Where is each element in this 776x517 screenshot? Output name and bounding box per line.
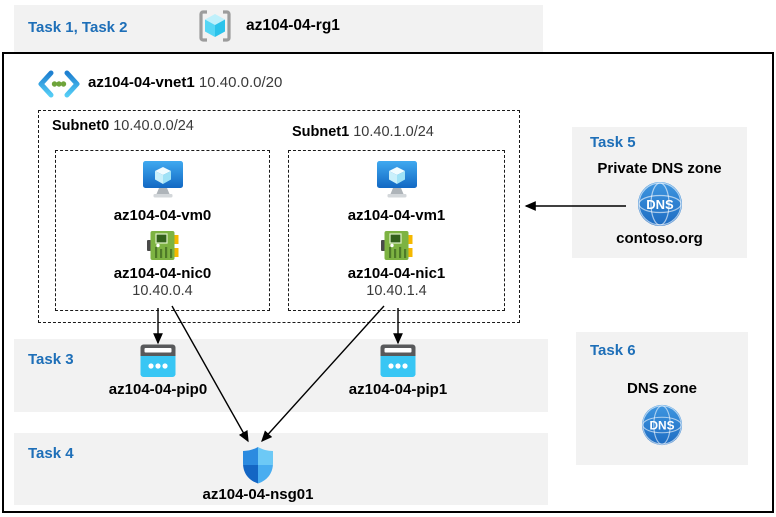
nic0-ip: 10.40.0.4	[132, 283, 193, 299]
pip1-icon	[380, 344, 416, 377]
task5-label: Task 5	[590, 134, 636, 151]
pip0-group: az104-04-pip0	[88, 344, 228, 398]
dns-zone-icon: DNS	[641, 404, 683, 446]
subnet0-box: az104-04-vm0 az104-04-nic0 10.40.0.4	[55, 150, 270, 311]
nic1-name: az104-04-nic1	[347, 265, 446, 282]
private-dns-zone-name: contoso.org	[616, 230, 703, 247]
subnet1-name: Subnet1	[292, 124, 350, 140]
task5-box: Task 5 Private DNS zone DNS contoso.org	[572, 127, 747, 258]
task3-label: Task 3	[28, 351, 74, 368]
private-dns-icon: DNS	[637, 181, 683, 227]
dns-icon-label: DNS	[649, 419, 674, 433]
subnet1-box: az104-04-vm1 az104-04-nic1 10.40.1.4	[288, 150, 505, 311]
subnet0-title: Subnet0 10.40.0.0/24	[52, 118, 194, 134]
task6-label: Task 6	[590, 342, 636, 359]
private-dns-zone-title: Private DNS zone	[597, 160, 722, 177]
nic0-name: az104-04-nic0	[113, 265, 212, 282]
pip0-icon	[140, 344, 176, 377]
vm0-icon	[142, 159, 184, 201]
task1-2-band: Task 1, Task 2	[14, 5, 543, 52]
vnet-cidr: 10.40.0.0/20	[198, 74, 283, 91]
resource-group-name: az104-04-rg1	[246, 17, 340, 34]
pip0-name: az104-04-pip0	[108, 381, 208, 398]
nic1-icon	[380, 229, 414, 263]
subnet0-name: Subnet0	[52, 118, 110, 134]
dns-icon-label: DNS	[646, 197, 674, 212]
nic0-icon	[146, 229, 180, 263]
vm0-name: az104-04-vm0	[113, 207, 212, 224]
nsg-group: az104-04-nsg01	[188, 446, 328, 503]
task1-2-label: Task 1, Task 2	[28, 19, 128, 36]
subnet0-cidr: 10.40.0.0/24	[113, 118, 194, 134]
nsg-shield-icon	[241, 446, 275, 484]
vnet-title: az104-04-vnet1 10.40.0.0/20	[88, 74, 282, 91]
subnet1-cidr: 10.40.1.0/24	[353, 124, 434, 140]
vm1-name: az104-04-vm1	[347, 207, 446, 224]
vm1-icon	[376, 159, 418, 201]
subnet1-title: Subnet1 10.40.1.0/24	[292, 124, 434, 140]
nic1-ip: 10.40.1.4	[366, 283, 427, 299]
pip1-name: az104-04-pip1	[348, 381, 448, 398]
task4-band: Task 4	[14, 433, 548, 505]
vnet-name: az104-04-vnet1	[88, 74, 195, 91]
task4-label: Task 4	[28, 445, 74, 462]
nsg-name: az104-04-nsg01	[202, 486, 314, 503]
vnet-icon	[38, 70, 80, 98]
resource-group-icon	[198, 10, 232, 42]
pip1-group: az104-04-pip1	[328, 344, 468, 398]
task6-box: Task 6 DNS zone DNS	[576, 332, 748, 465]
dns-zone-title: DNS zone	[626, 380, 697, 397]
